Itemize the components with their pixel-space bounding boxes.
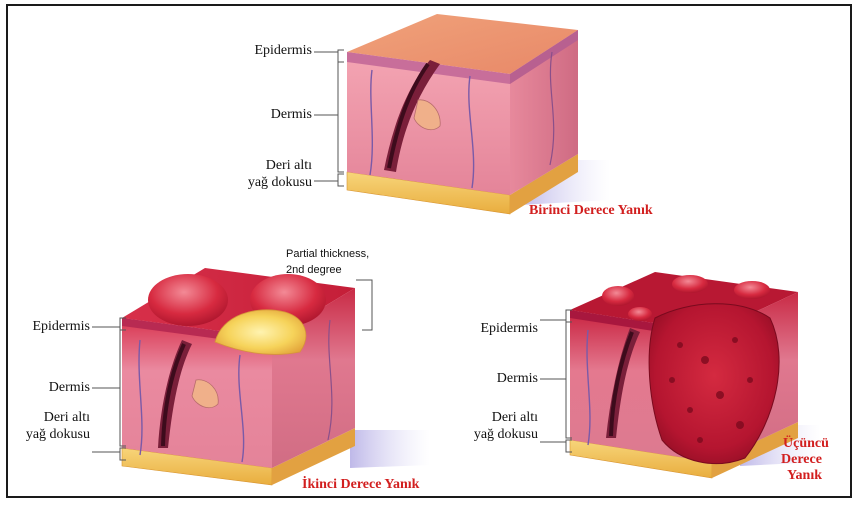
- second-epidermis-label: Epidermis: [10, 319, 90, 335]
- first-degree-brackets: [314, 50, 344, 186]
- partial-thickness-annotation-line1: Partial thickness,: [286, 246, 369, 262]
- second-degree-caption: İkinci Derece Yanık: [302, 477, 419, 493]
- second-subcutaneous-label-line2: yağ dokusu: [0, 427, 90, 443]
- partial-thickness-annotation-line2: 2nd degree: [286, 262, 342, 278]
- second-dermis-label: Dermis: [10, 380, 90, 396]
- first-dermis-label: Dermis: [232, 107, 312, 123]
- first-subcutaneous-label-line1: Deri altı: [212, 158, 312, 174]
- third-degree-brackets: [540, 310, 572, 452]
- third-degree-caption-line3: Yanık: [787, 468, 822, 484]
- third-subcutaneous-label-line1: Deri altı: [438, 410, 538, 426]
- second-subcutaneous-label-line1: Deri altı: [0, 410, 90, 426]
- first-epidermis-label: Epidermis: [232, 43, 312, 59]
- third-subcutaneous-label-line2: yağ dokusu: [438, 427, 538, 443]
- first-subcutaneous-label-line2: yağ dokusu: [212, 175, 312, 191]
- third-dermis-label: Dermis: [455, 371, 538, 387]
- third-degree-caption-line2: Derece: [781, 452, 822, 468]
- third-degree-caption-line1: Üçüncü: [783, 436, 829, 452]
- first-degree-skin-block: [347, 14, 610, 214]
- second-degree-skin-block: [122, 268, 430, 485]
- third-epidermis-label: Epidermis: [455, 321, 538, 337]
- first-degree-caption: Birinci Derece Yanık: [529, 203, 653, 219]
